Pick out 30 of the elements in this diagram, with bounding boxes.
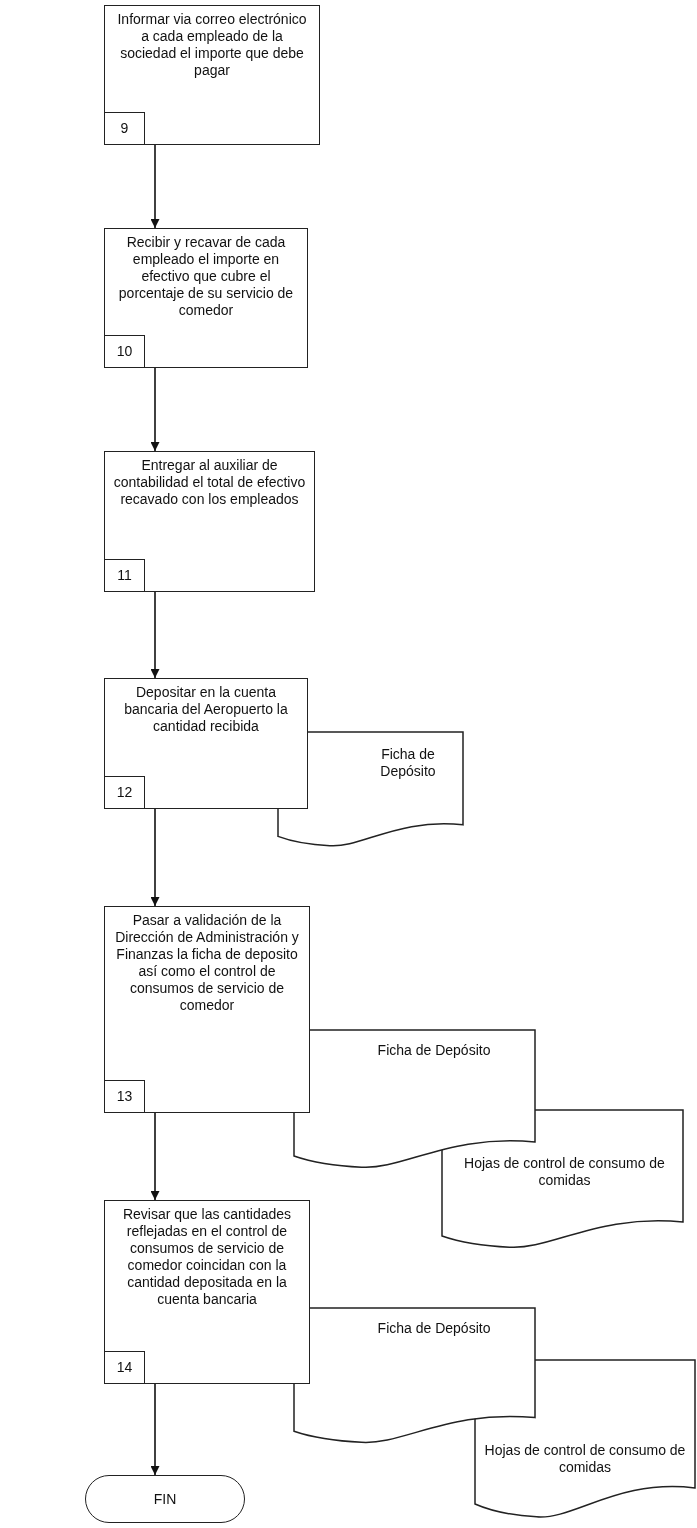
step-text: Pasar a validación de la Dirección de Administración y Finanzas la ficha de deposito así como el control de consumos de servicio de comedor xyxy=(114,911,300,1015)
document-label: Ficha de Depósito xyxy=(379,746,437,780)
arrow xyxy=(150,808,160,907)
document-label: Hojas de control de consumo de comidas xyxy=(483,1442,687,1476)
arrow xyxy=(150,367,160,452)
step-number: 14 xyxy=(105,1351,145,1383)
step-number: 11 xyxy=(105,559,145,591)
step-number: 13 xyxy=(105,1080,145,1112)
step-number: 12 xyxy=(105,776,145,808)
document-label: Hojas de control de consumo de comidas xyxy=(463,1155,666,1189)
document-label: Ficha de Depósito xyxy=(376,1320,492,1337)
step-text: Depositar en la cuenta bancaria del Aeropuerto la cantidad recibida xyxy=(123,683,289,736)
process-box xyxy=(104,678,308,809)
arrow xyxy=(150,591,160,679)
step-number: 10 xyxy=(105,335,145,367)
arrow xyxy=(150,1112,160,1201)
step-text: Informar via correo electrónico a cada empleado de la sociedad el importe que debe pagar xyxy=(116,10,308,80)
arrow xyxy=(150,1383,160,1476)
process-box xyxy=(104,1200,310,1384)
document-label: Ficha de Depósito xyxy=(376,1042,492,1059)
arrow xyxy=(150,144,160,229)
step-number: 9 xyxy=(105,112,145,144)
end-terminator: FIN xyxy=(85,1475,245,1523)
step-text: Entregar al auxiliar de contabilidad el total de efectivo recavado con los empleados xyxy=(112,456,307,509)
process-box xyxy=(104,906,310,1113)
step-text: Revisar que las cantidades reflejadas en el control de consumos de servicio de comedor coincidan con la cantidad depositada en la cuenta bancaria xyxy=(121,1205,293,1309)
process-box xyxy=(104,5,320,145)
step-text: Recibir y recavar de cada empleado el importe en efectivo que cubre el porcentaje de su servicio de comedor xyxy=(117,233,295,320)
process-box xyxy=(104,228,308,368)
process-box xyxy=(104,451,315,592)
